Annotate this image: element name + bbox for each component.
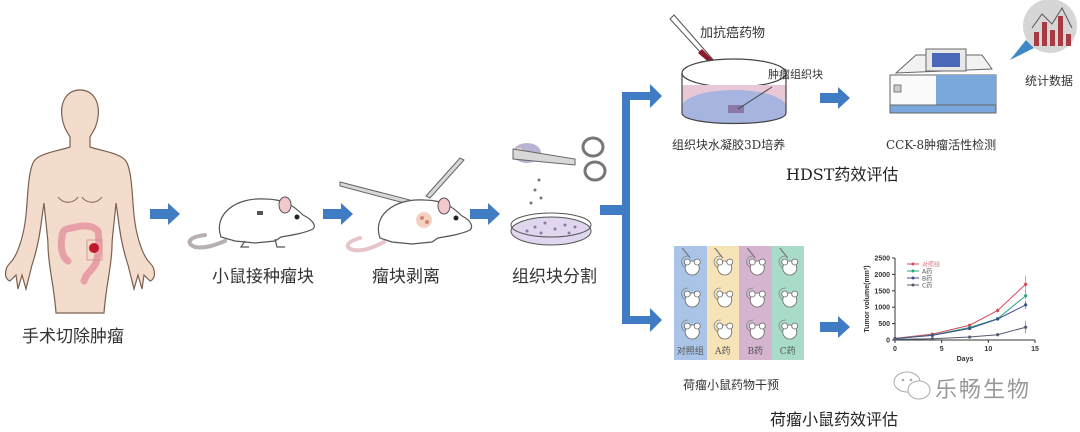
data-point (930, 337, 934, 341)
data-point (996, 308, 1000, 313)
mouse-icon (713, 255, 734, 276)
x-tick-label: 0 (893, 346, 897, 353)
mouse-icon (778, 319, 799, 340)
human-figure-illustration (4, 89, 156, 314)
y-tick-label: 1500 (874, 288, 890, 295)
y-tick-label: 2500 (874, 256, 890, 263)
branch-arrow (600, 84, 662, 332)
data-point (968, 335, 972, 339)
y-tick-label: 1000 (874, 305, 890, 312)
flow-arrow (323, 203, 353, 225)
legend-marker (911, 262, 915, 266)
y-tick-label: 0 (886, 338, 890, 345)
scissors-and-petri-dish (510, 136, 607, 246)
mouse-with-surgical-tools (339, 157, 473, 253)
legend-marker (911, 283, 915, 287)
flow-arrow (820, 87, 850, 109)
mouse-illustration (187, 196, 315, 250)
flow-arrow (150, 203, 180, 225)
data-point (1024, 282, 1028, 286)
flow-arrow (470, 203, 500, 225)
legend-marker (911, 276, 915, 280)
legend-marker (911, 269, 915, 273)
syringe-icon (681, 247, 691, 259)
mouse-icon (681, 319, 701, 340)
drug-label: 加抗癌药物 (700, 26, 766, 41)
mouse-icon (778, 255, 799, 276)
hdst-section-title: HDST药效评估 (786, 165, 899, 184)
flow-arrow (820, 316, 850, 338)
culture-label: 组织块水凝胶3D培养 (672, 138, 786, 152)
step-label-implant: 小鼠接种瘤块 (212, 267, 314, 287)
step-label-strip: 瘤块剥离 (372, 267, 440, 287)
y-tick-label: 2000 (874, 272, 890, 279)
data-point (996, 333, 1000, 337)
mouse-eval-section-title: 荷瘤小鼠药效评估 (770, 410, 899, 429)
group-label: C药 (779, 347, 796, 357)
legend-label: B药 (922, 275, 932, 283)
data-point (968, 326, 972, 331)
tumor-mark (89, 243, 99, 253)
syringe-icon (746, 247, 756, 259)
x-tick-label: 5 (940, 346, 944, 353)
hydrogel-culture-dish (669, 14, 787, 125)
data-point (1024, 303, 1028, 307)
syringe-icon (779, 247, 789, 259)
group-label: 对照组 (676, 347, 704, 357)
group-label: A药 (715, 347, 731, 357)
mouse-icon (681, 287, 701, 308)
detect-label: CCK-8肿瘤活性检测 (886, 138, 997, 152)
mouse-icon (746, 319, 766, 340)
tissue-label: 肿瘤组织块 (768, 68, 823, 81)
legend-label: A药 (922, 268, 932, 276)
mouse-icon (746, 255, 766, 276)
watermark-text: 乐畅生物 (935, 378, 1032, 403)
x-tick-label: 15 (1031, 346, 1039, 353)
series-line (894, 304, 1026, 340)
step-label-segment: 组织块分割 (512, 267, 597, 287)
legend-label: 对照组 (922, 261, 940, 269)
group-label: B药 (747, 347, 764, 357)
stats-label: 统计数据 (1025, 74, 1074, 88)
data-point (893, 337, 897, 341)
y-axis-label: Tumor volume(mm³) (864, 265, 871, 332)
syringe-icon (714, 247, 724, 259)
data-point (996, 317, 1000, 321)
wechat-logo-icon (893, 371, 931, 400)
mice-grid (681, 247, 799, 340)
cck8-detector-instrument (889, 48, 997, 114)
x-axis-label: Days (957, 356, 974, 363)
mouse-icon (778, 287, 799, 308)
mouse-icon (681, 255, 701, 276)
mouse-icon (713, 287, 734, 308)
y-tick-label: 500 (878, 321, 890, 328)
data-point (930, 333, 934, 338)
mouse-icon (713, 319, 734, 340)
data-point (1024, 325, 1028, 329)
data-point (1024, 294, 1028, 298)
intervention-label: 荷瘤小鼠药物干预 (683, 378, 780, 392)
x-tick-label: 10 (984, 346, 992, 353)
legend-label: C药 (922, 282, 932, 290)
statistics-chart-icon (1010, 0, 1077, 60)
mouse-icon (746, 287, 766, 308)
step-label-surgery: 手术切除肿瘤 (22, 327, 124, 347)
data-point (968, 323, 972, 327)
